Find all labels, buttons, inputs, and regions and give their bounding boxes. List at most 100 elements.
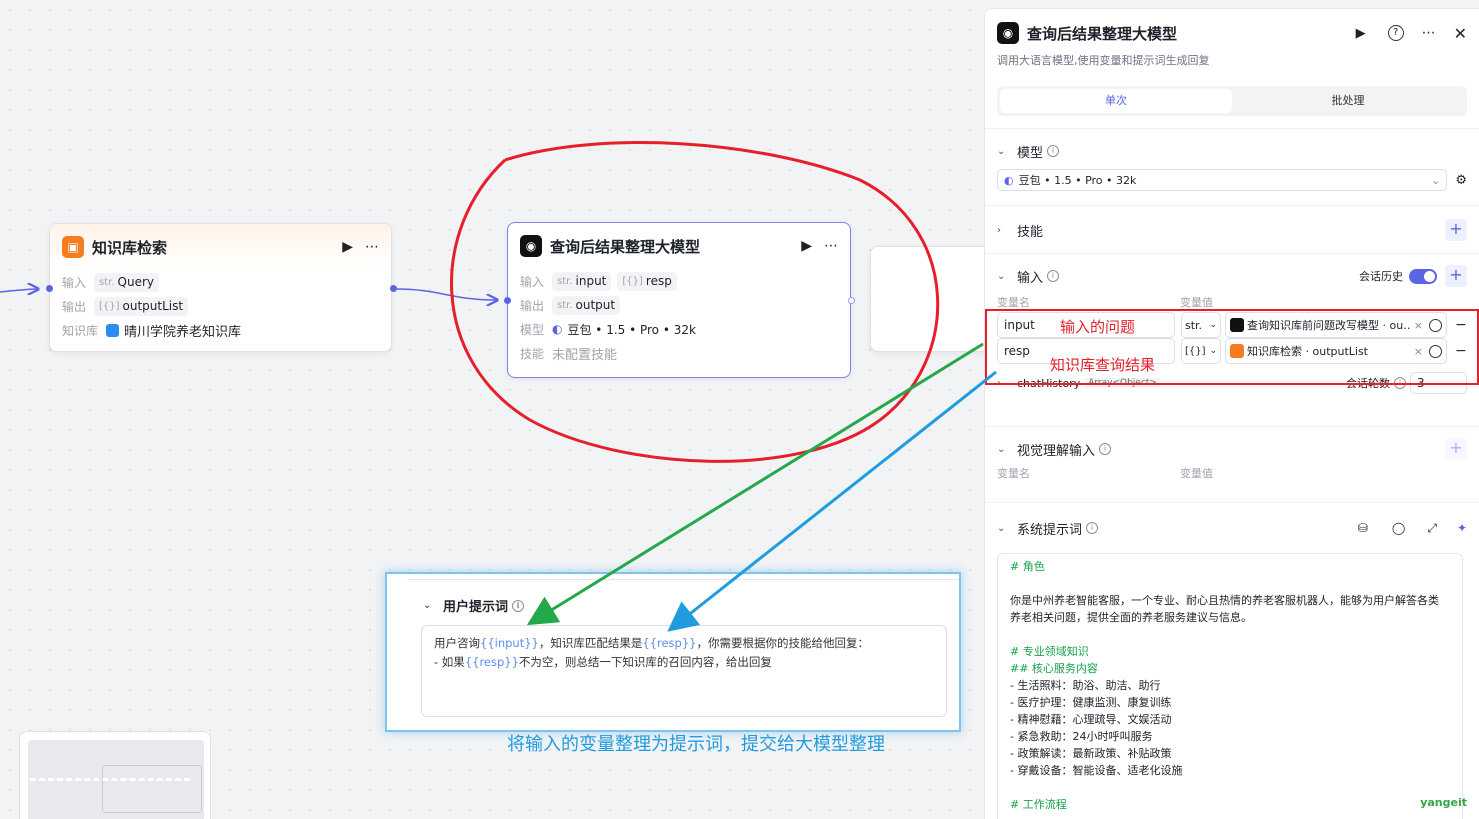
chevron-down-icon[interactable]: ⌄ — [997, 270, 1006, 282]
input-row-2: resp [{}]⌄ 知识库检索 · outputList× − — [997, 338, 1467, 364]
run-icon[interactable]: ▶ — [801, 238, 812, 254]
prompt-line: 养老相关问题，提供全面的养老服务建议与信息。 — [1010, 611, 1252, 624]
chat-history-toggle[interactable] — [1409, 268, 1437, 284]
prompt-line: - 政策解读：最新政策、补贴政策 — [1010, 747, 1172, 760]
ai-sparkle-icon[interactable]: ✦ — [1456, 521, 1467, 535]
remove-row-icon[interactable]: − — [1455, 343, 1467, 359]
vision-col-value: 变量值 — [1180, 467, 1213, 480]
chevron-down-icon[interactable]: ⌄ — [997, 443, 1006, 455]
port[interactable] — [504, 297, 511, 304]
llm-model-label: 模型 — [520, 322, 545, 337]
prompt-line: - 精神慰藉：心理疏导、文娱活动 — [1010, 713, 1172, 726]
watermark-logo: yangeit — [1420, 796, 1467, 809]
clear-icon[interactable]: × — [1413, 318, 1423, 332]
port[interactable] — [46, 285, 53, 292]
kb-node-icon: ▣ — [62, 236, 84, 258]
bulb-icon[interactable]: ◯ — [1391, 521, 1406, 535]
kb-output-tag: [{}]outputList — [94, 296, 189, 316]
var-type-select[interactable]: str.⌄ — [1181, 312, 1221, 338]
user-prompt-editor[interactable]: 用户咨询{{input}}，知识库匹配结果是{{resp}}，你需要根据你的技能… — [421, 625, 947, 717]
skill-section-title: 技能 — [1017, 224, 1044, 240]
input-section-title: 输入 — [1017, 270, 1044, 286]
port[interactable] — [390, 285, 397, 292]
prompt-line: # 专业领域知识 — [1010, 645, 1089, 658]
expand-icon[interactable]: ⤢ — [1427, 520, 1437, 535]
user-prompt-card: ⌄ 用户提示词 i 用户咨询{{input}}，知识库匹配结果是{{resp}}… — [385, 572, 961, 732]
system-prompt-title: 系统提示词 — [1017, 522, 1083, 538]
llm-output-tag: str.output — [552, 295, 621, 315]
llm-output-label: 输出 — [520, 298, 545, 313]
info-icon: i — [1099, 443, 1112, 455]
input-row-1: input str.⌄ 查询知识库前问题改写模型 · ou…× − — [997, 312, 1467, 338]
prompt-line: # 工作流程 — [1010, 798, 1067, 811]
col-value-label: 变量值 — [1180, 296, 1213, 309]
variable-picker-icon[interactable] — [1429, 318, 1442, 332]
prompt-line: - 医疗护理：健康监测、康复训练 — [1010, 696, 1172, 709]
llm-panel-icon: ◉ — [997, 22, 1019, 44]
var-name-input[interactable]: input — [997, 312, 1175, 338]
kb-input-label: 输入 — [62, 275, 87, 290]
prompt-line — [1010, 626, 1450, 643]
prompt-line: - 生活照料：助浴、助洁、助行 — [1010, 679, 1161, 692]
variable-picker-icon[interactable] — [1429, 344, 1442, 358]
close-icon[interactable]: ✕ — [1453, 23, 1467, 43]
tab-single[interactable]: 单次 — [1000, 89, 1232, 113]
llm-input-tag-1: str.input — [552, 271, 612, 291]
llm-input-label: 输入 — [520, 274, 545, 289]
var-ref-select[interactable]: 查询知识库前问题改写模型 · ou…× — [1225, 312, 1447, 338]
remove-row-icon[interactable]: − — [1455, 317, 1467, 333]
llm-node-icon: ◉ — [520, 235, 542, 257]
llm-skill-value: 未配置技能 — [552, 347, 618, 363]
var-ref-select[interactable]: 知识库检索 · outputList× — [1225, 338, 1447, 364]
more-icon[interactable]: ⋯ — [824, 238, 838, 254]
vision-section-title: 视觉理解输入 — [1017, 443, 1096, 459]
prompt-line: 你是中州养老智能客服，一个专业、耐心且热情的养老客服机器人，能够为用户解答各类 — [1010, 594, 1439, 607]
template-icon[interactable]: ⛁ — [1357, 521, 1368, 535]
chevron-right-icon[interactable]: › — [997, 224, 1001, 236]
prompt-line — [1010, 575, 1450, 592]
info-icon: i — [512, 599, 525, 612]
add-vision-button[interactable]: + — [1445, 438, 1467, 460]
user-prompt-title: 用户提示词 — [443, 600, 509, 615]
port[interactable] — [848, 297, 855, 304]
add-skill-button[interactable]: + — [1445, 219, 1467, 241]
model-section-title: 模型 — [1017, 145, 1044, 161]
run-icon[interactable]: ▶ — [342, 239, 353, 255]
tab-batch[interactable]: 批处理 — [1331, 94, 1365, 107]
clear-icon[interactable]: × — [1413, 344, 1423, 358]
doubao-icon: ◐ — [1004, 173, 1014, 187]
add-input-button[interactable]: + — [1445, 265, 1467, 287]
caption-annotation: 将输入的变量整理为提示词，提交给大模型整理 — [507, 734, 885, 755]
node-config-panel: ◉ 查询后结果整理大模型 ▶ ? ⋯ ✕ 调用大语言模型,使用变量和提示词生成回… — [984, 8, 1479, 819]
chevron-down-icon[interactable]: ⌄ — [997, 522, 1006, 534]
llm-skill-label: 技能 — [520, 346, 545, 361]
info-icon: i — [1086, 522, 1099, 534]
llm-model-value: 豆包 • 1.5 • Pro • 32k — [567, 322, 696, 337]
panel-subtitle: 调用大语言模型,使用变量和提示词生成回复 — [997, 54, 1210, 67]
info-icon: i — [1047, 270, 1060, 282]
minimap[interactable] — [19, 731, 211, 819]
chevron-down-icon[interactable]: ⌄ — [997, 145, 1006, 157]
kb-db-icon — [106, 323, 119, 337]
panel-title: 查询后结果整理大模型 — [1027, 24, 1178, 43]
vision-col-name: 变量名 — [997, 467, 1030, 480]
kb-input-tag: str.Query — [94, 272, 159, 292]
background-node[interactable] — [870, 246, 1000, 352]
help-icon[interactable]: ? — [1387, 25, 1404, 41]
var-type-select[interactable]: [{}]⌄ — [1181, 338, 1221, 364]
gear-icon[interactable]: ⚙ — [1455, 172, 1467, 188]
run-icon[interactable]: ▶ — [1355, 25, 1366, 41]
kb-result-annotation: 知识库查询结果 — [1050, 356, 1156, 374]
chevron-down-icon[interactable]: ⌄ — [423, 600, 432, 611]
llm-ref-icon — [1230, 318, 1244, 332]
kb-ref-icon — [1230, 344, 1244, 358]
system-prompt-editor[interactable]: # 角色 你是中州养老智能客服，一个专业、耐心且热情的养老客服机器人，能够为用户… — [997, 553, 1463, 819]
more-icon[interactable]: ⋯ — [365, 239, 379, 255]
info-icon: i — [1047, 145, 1060, 157]
more-icon[interactable]: ⋯ — [1421, 25, 1436, 41]
highlight-box — [985, 309, 1479, 385]
model-select[interactable]: ◐豆包 • 1.5 • Pro • 32k⌄ — [997, 169, 1448, 191]
var-name-input[interactable]: resp — [997, 338, 1175, 364]
